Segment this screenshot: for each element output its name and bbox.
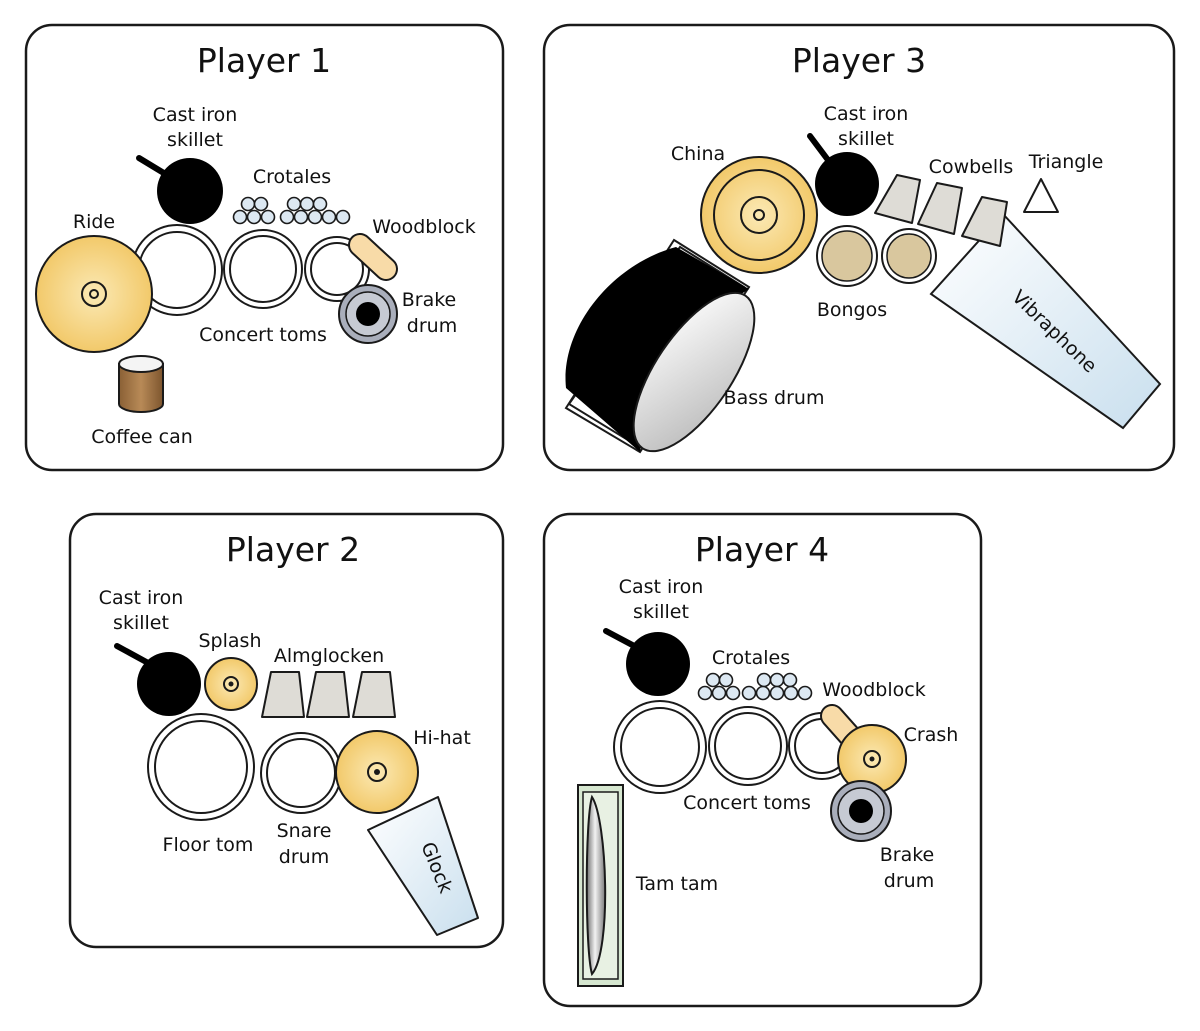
concert-toms [613,700,856,794]
label-brake-drum-line2: drum [407,315,457,337]
label-almglocken: Almglocken [274,645,384,667]
label-cast-iron-skillet-line1: Cast iron [824,103,909,125]
bass-drum [564,238,756,455]
label-crash: Crash [904,724,959,746]
bongos [816,225,937,287]
brake-drum [338,284,398,344]
label-bass-drum: Bass drum [724,387,825,409]
label-crotales: Crotales [253,166,331,188]
label-concert-toms: Concert toms [683,792,811,814]
label-cast-iron-skillet-line2: skillet [838,128,894,150]
triangle [1023,178,1059,213]
label-cowbells: Cowbells [929,156,1014,178]
label-triangle: Triangle [1028,151,1104,173]
panel-title: Player 2 [226,530,360,569]
label-cast-iron-skillet-line2: skillet [633,601,689,623]
panel-title: Player 3 [792,41,926,80]
vibraphone [929,212,1162,430]
splash-cymbal [204,657,258,711]
concert-toms [131,224,370,316]
woodblock [348,233,398,281]
glockenspiel [367,796,479,936]
tam-tam [577,784,624,987]
label-bongos: Bongos [817,299,887,321]
china-cymbal [700,156,818,274]
panel-player-4: Player 4 Cast iron skillet Crotales Conc… [542,512,983,1008]
cast-iron-skillet [136,155,223,224]
label-cast-iron-skillet-line2: skillet [167,129,223,151]
brake-drum [830,780,892,842]
hi-hat [335,730,419,814]
panel-player-1: Player 1 Cast iron skillet Crotales Conc… [24,23,505,472]
panel-title: Player 1 [197,41,331,80]
snare-drum [260,732,342,814]
floor-tom [147,713,255,821]
cowbells [874,174,1008,247]
label-concert-toms: Concert toms [199,324,327,346]
label-crotales: Crotales [712,647,790,669]
crotales [697,672,813,701]
cast-iron-skillet [807,133,879,216]
cast-iron-skillet [114,643,201,716]
panel-title: Player 4 [695,530,829,569]
label-brake-drum-line2: drum [884,870,934,892]
label-floor-tom: Floor tom [163,834,254,856]
cast-iron-skillet [603,628,690,696]
label-splash: Splash [199,630,262,652]
label-tam-tam: Tam tam [635,873,718,895]
crotales [232,196,351,225]
label-cast-iron-skillet-line1: Cast iron [99,587,184,609]
label-woodblock: Woodblock [372,216,475,238]
label-cast-iron-skillet-line2: skillet [113,612,169,634]
coffee-can [118,355,164,413]
ride-cymbal [35,235,153,353]
label-snare-drum-line1: Snare [277,820,332,842]
panel-player-2: Player 2 Cast iron skillet Splash Almglo… [68,512,505,949]
label-china: China [671,143,725,165]
label-hi-hat: Hi-hat [413,727,471,749]
almglocken [261,671,396,718]
label-coffee-can: Coffee can [91,426,193,448]
label-brake-drum-line1: Brake [880,844,935,866]
label-snare-drum-line2: drum [279,846,329,868]
label-cast-iron-skillet-line1: Cast iron [619,576,704,598]
label-woodblock: Woodblock [822,679,925,701]
panel-player-3: Player 3 Vibraphone Cowbells Triangle Ba… [542,23,1176,472]
label-ride: Ride [73,211,115,233]
label-brake-drum-line1: Brake [402,289,457,311]
label-cast-iron-skillet-line1: Cast iron [153,104,238,126]
